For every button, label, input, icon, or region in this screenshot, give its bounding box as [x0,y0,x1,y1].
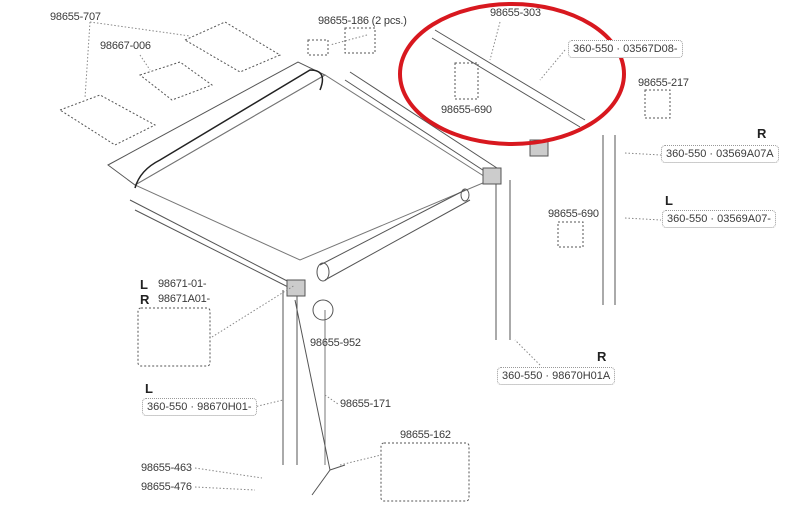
strap-kit [380,442,470,502]
side-marker-left: L [140,277,148,292]
part-label-box: 360-550 · 98670H01A [497,367,616,385]
part-label-box: 360-550 · 98670H01- [142,398,257,416]
tie-down [294,299,346,496]
part-label: 98655-171 [340,398,391,410]
highlight-circle [398,2,626,146]
part-label: 98655-217 [638,77,689,89]
hardware-plate [183,21,282,73]
lead-rail [129,199,301,294]
side-marker-left: L [665,193,673,208]
part-label: 98655-303 [490,7,541,19]
part-label-box: 360-550 · 03569A07- [662,210,776,228]
part-label: 98671-01- [158,278,207,290]
side-marker-right: R [140,292,150,307]
hardware-plate [58,94,157,146]
left-leg [282,290,298,465]
side-marker-right: R [597,349,607,364]
rafter-arm [431,29,586,128]
hardware-plate [138,61,214,101]
part-label-box: 360-550 · 03567D08- [568,40,683,58]
part-label-box: 360-550 · 03569A07A [661,145,779,163]
end-cap-kit [137,307,211,367]
side-marker-right: R [757,126,767,141]
part-label: 98671A01- [158,293,211,305]
part-label: 98655-162 [400,429,451,441]
right-leg [495,180,511,340]
part-label: 98655-463 [141,462,192,474]
part-label: 98655-952 [310,337,361,349]
side-leg [602,135,616,305]
part-label: 98655-707 [50,11,101,23]
part-label: 98667-006 [100,40,151,52]
side-marker-left: L [145,381,153,396]
part-label: 98655-690 [441,104,492,116]
awning-fabric [133,74,492,261]
part-label: 98655-186 (2 pcs.) [318,15,407,27]
part-label: 98655-476 [141,481,192,493]
awning-cover [134,69,324,189]
roller-bar [319,189,471,281]
part-label: 98655-690 [548,208,599,220]
